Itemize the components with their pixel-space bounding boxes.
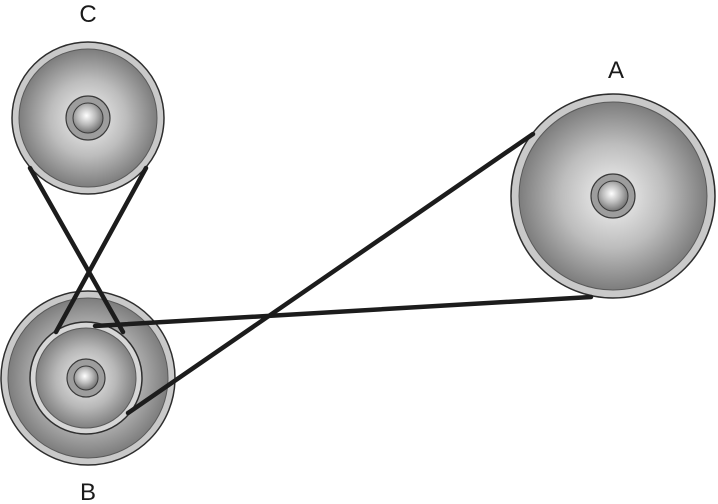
- open-belt-lower-strand: [125, 131, 536, 416]
- pulley-b-hub: [73, 365, 99, 391]
- crossed-belt-c-b: [27, 165, 149, 335]
- pulley-a: [510, 93, 716, 299]
- pulley-c-hub: [72, 102, 104, 134]
- pulley-a-label: A: [608, 57, 624, 84]
- pulley-c-label: C: [79, 1, 96, 28]
- pulley-a-hub: [597, 180, 629, 212]
- open-belt-upper-strand: [92, 294, 594, 329]
- pulley-b: [0, 290, 176, 466]
- crossed-belt-strand-2: [53, 165, 149, 335]
- pulley-b-label: B: [80, 479, 96, 504]
- pulley-c: [11, 41, 165, 195]
- open-belt-b-a: [92, 131, 594, 416]
- crossed-belt-strand-1: [27, 165, 126, 335]
